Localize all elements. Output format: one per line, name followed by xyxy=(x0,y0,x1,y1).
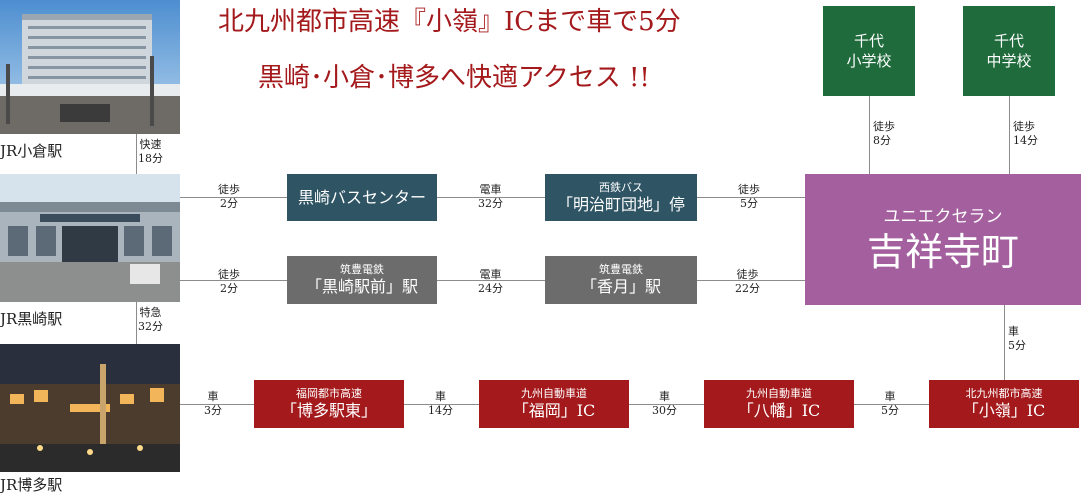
label-kurosaki-hakata: 特急 32分 xyxy=(138,306,163,334)
interchange-name: 「福岡」IC xyxy=(512,401,596,420)
mode-text: 快速 xyxy=(139,138,162,151)
time-text: 30分 xyxy=(652,404,677,417)
operator-text: 筑豊電鉄 xyxy=(599,263,643,276)
box-kurosaki-bus-center: 黒崎バスセンター xyxy=(287,174,437,221)
time-text: 18分 xyxy=(138,152,163,165)
mode-text: 電車 xyxy=(479,268,502,281)
interchange-name: 「博多駅東」 xyxy=(280,401,377,420)
label-rail-seg3: 徒歩 22分 xyxy=(735,268,760,296)
label-bus-seg2: 電車 32分 xyxy=(478,183,503,211)
time-text: 24分 xyxy=(478,282,503,295)
headline-line1: 北九州都市高速『小嶺』ICまで車で5分 xyxy=(218,7,681,37)
box-junior-high-school: 千代 中学校 xyxy=(963,6,1055,96)
operator-text: 筑豊電鉄 xyxy=(340,263,384,276)
interchange-name: 「八幡」IC xyxy=(737,401,821,420)
time-text: 32分 xyxy=(478,197,503,210)
mode-text: 徒歩 xyxy=(218,268,240,281)
photo-kokura-station xyxy=(0,0,180,134)
connector-elementary xyxy=(869,96,870,174)
label-bus-seg1: 徒歩 2分 xyxy=(218,183,240,211)
route-bus-line xyxy=(180,197,805,198)
box-elementary-school: 千代 小学校 xyxy=(823,6,915,96)
expressway-text: 福岡都市高速 xyxy=(296,387,362,400)
time-text: 22分 xyxy=(735,282,760,295)
mode-text: 車 xyxy=(1008,325,1019,338)
school-name-line2: 中学校 xyxy=(986,52,1032,70)
connector-kurosaki-hakata xyxy=(136,302,137,344)
box-kazuki-station: 筑豊電鉄 「香月」駅 xyxy=(545,256,697,304)
mode-text: 車 xyxy=(659,390,670,403)
caption-hakata: JR博多駅 xyxy=(0,476,63,494)
photo-hakata-station xyxy=(0,344,180,472)
mode-text: 車 xyxy=(435,390,446,403)
expressway-text: 九州自動車道 xyxy=(746,387,812,400)
label-car-seg4: 車 5分 xyxy=(881,390,899,418)
connector-kokura-kurosaki xyxy=(136,134,137,174)
time-text: 2分 xyxy=(220,197,238,210)
label-car-seg2: 車 14分 xyxy=(428,390,453,418)
box-kurosaki-ekimae-station: 筑豊電鉄 「黒崎駅前」駅 xyxy=(287,256,437,304)
time-text: 2分 xyxy=(220,282,238,295)
box-hakata-eki-higashi: 福岡都市高速 「博多駅東」 xyxy=(254,380,404,428)
mode-text: 電車 xyxy=(479,183,502,196)
headline-line2: 黒崎･小倉･博多へ快適アクセス !! xyxy=(258,63,650,93)
destination-name-big: 吉祥寺町 xyxy=(866,229,1019,274)
mode-text: 徒歩 xyxy=(218,183,240,196)
mode-text: 徒歩 xyxy=(736,268,759,281)
label-rail-seg1: 徒歩 2分 xyxy=(218,268,240,296)
label-car-seg3: 車 30分 xyxy=(652,390,677,418)
mode-text: 徒歩 xyxy=(1013,120,1035,133)
stop-name: 「黒崎駅前」駅 xyxy=(305,277,418,296)
school-name-line1: 千代 xyxy=(993,32,1024,50)
mode-text: 特急 xyxy=(139,306,162,319)
time-text: 5分 xyxy=(740,197,758,210)
time-text: 5分 xyxy=(1008,339,1026,352)
label-destination-car: 車 5分 xyxy=(1008,325,1026,353)
box-destination: ユニエクセラン 吉祥寺町 xyxy=(805,174,1081,305)
label-elementary-walk: 徒歩 8分 xyxy=(873,120,895,148)
label-bus-seg3: 徒歩 5分 xyxy=(738,183,760,211)
box-komine-ic: 北九州都市高速 「小嶺」IC xyxy=(929,380,1079,428)
mode-text: 徒歩 xyxy=(873,120,895,133)
stop-name: 黒崎バスセンター xyxy=(297,187,426,207)
school-name-line2: 小学校 xyxy=(846,52,892,70)
photo-kurosaki-station xyxy=(0,174,180,302)
route-rail-line xyxy=(180,280,805,281)
label-rail-seg2: 電車 24分 xyxy=(478,268,503,296)
stop-name: 「明治町団地」停 xyxy=(556,194,685,214)
caption-kurosaki: JR黒崎駅 xyxy=(0,310,63,328)
interchange-name: 「小嶺」IC xyxy=(962,401,1046,420)
connector-junior xyxy=(1009,96,1010,174)
connector-destination-car xyxy=(1004,305,1005,380)
stop-name: 「香月」駅 xyxy=(580,277,661,296)
expressway-text: 九州自動車道 xyxy=(521,387,587,400)
operator-text: 西鉄バス xyxy=(599,180,643,194)
time-text: 3分 xyxy=(204,404,222,417)
label-junior-walk: 徒歩 14分 xyxy=(1013,120,1038,148)
school-name-line1: 千代 xyxy=(853,32,884,50)
mode-text: 徒歩 xyxy=(738,183,760,196)
destination-name-small: ユニエクセラン xyxy=(883,206,1003,227)
time-text: 8分 xyxy=(873,134,891,147)
label-kokura-kurosaki: 快速 18分 xyxy=(138,138,163,166)
label-car-seg1: 車 3分 xyxy=(204,390,222,418)
box-meijimachi-danchi-stop: 西鉄バス 「明治町団地」停 xyxy=(545,174,697,221)
box-fukuoka-ic: 九州自動車道 「福岡」IC xyxy=(479,380,629,428)
time-text: 32分 xyxy=(138,320,163,333)
box-yahata-ic: 九州自動車道 「八幡」IC xyxy=(704,380,854,428)
time-text: 14分 xyxy=(1013,134,1038,147)
time-text: 14分 xyxy=(428,404,453,417)
mode-text: 車 xyxy=(207,390,219,403)
mode-text: 車 xyxy=(884,390,896,403)
expressway-text: 北九州都市高速 xyxy=(965,387,1043,400)
caption-kokura: JR小倉駅 xyxy=(0,142,63,160)
time-text: 5分 xyxy=(881,404,899,417)
